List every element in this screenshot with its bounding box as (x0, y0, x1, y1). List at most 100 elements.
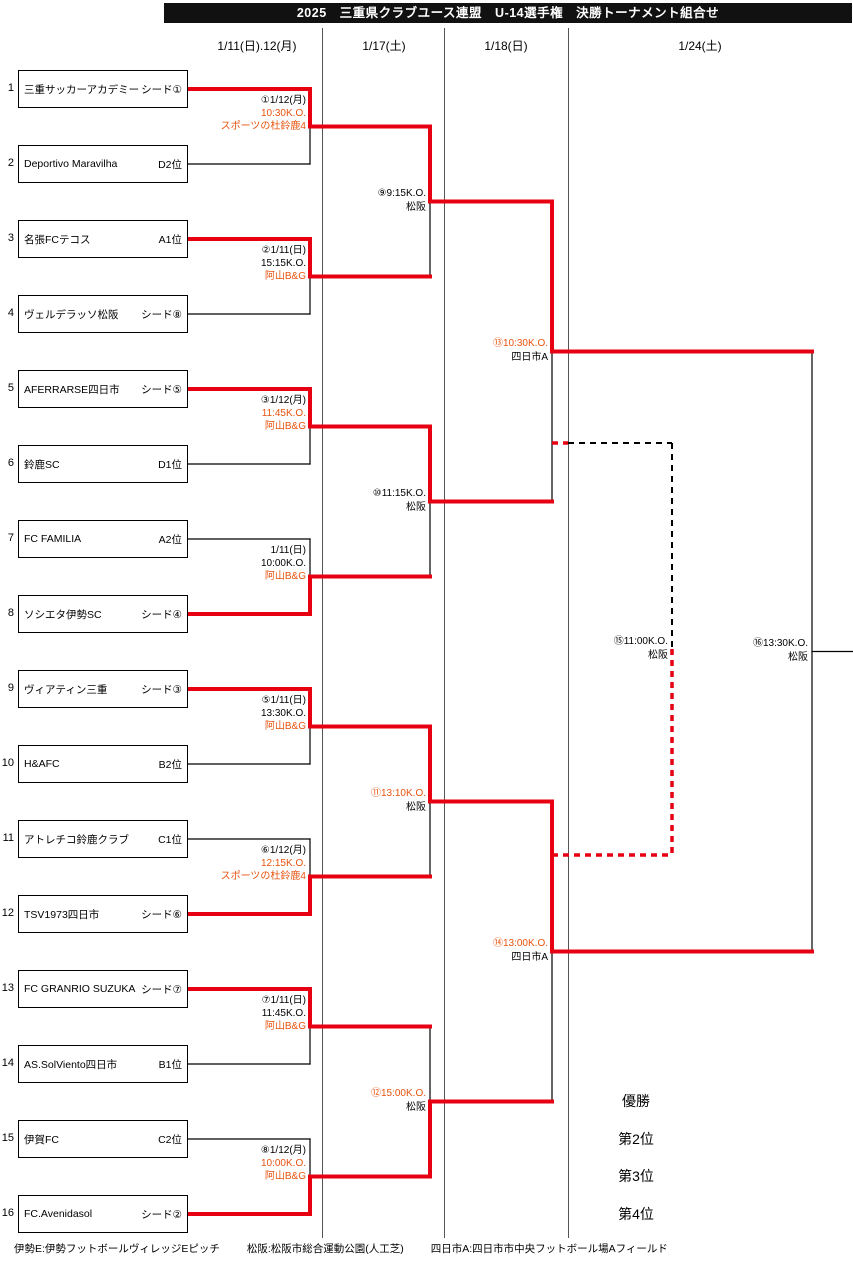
match-venue: 阿山B&G (264, 721, 306, 732)
team-number: 7 (7, 532, 14, 544)
match-annotation-6: ⑥1/12(月) 12:15K.O. スポーツの杜鈴鹿4 (150, 844, 306, 883)
column-divider (444, 28, 445, 1238)
team-seed-label: B1位 (158, 1058, 182, 1071)
match-time: 10:30K.O. (260, 108, 306, 119)
team-box: AFERRARSE四日市 シード⑤ (18, 370, 188, 408)
team-box: ヴィアティン三重 シード③ (18, 670, 188, 708)
match-venue: スポーツの杜鈴鹿4 (220, 871, 306, 882)
match-annotation-2: ②1/11(日) 15:15K.O. 阿山B&G (150, 244, 306, 283)
match-annotation-13: ⑬10:30K.O. 四日市A (430, 337, 548, 364)
team-number: 8 (7, 607, 14, 619)
team-box: 鈴鹿SC D1位 (18, 445, 188, 483)
placement-fourth: 第4位 (618, 1206, 654, 1222)
match-venue: 松阪 (406, 501, 426, 513)
team-seed-label: A2位 (158, 533, 182, 546)
team-name: FC GRANRIO SUZUKA (24, 983, 136, 995)
team-seed-label: シード⑧ (141, 308, 182, 321)
team-number: 11 (2, 832, 14, 844)
team-box: TSV1973四日市 シード⑥ (18, 895, 188, 933)
team-box: Deportivo Maravilha D2位 (18, 145, 188, 183)
column-divider (322, 28, 323, 1238)
match-annotation-15-third-place: ⑮11:00K.O. 松阪 (560, 635, 668, 662)
match-time: 13:30K.O. (260, 708, 306, 719)
team-name: ヴェルデラッソ松阪 (24, 308, 119, 321)
match-venue: 阿山B&G (264, 1021, 306, 1032)
team-seed-label: シード② (141, 1208, 182, 1221)
team-seed-label: D1位 (158, 458, 182, 471)
team-seed-label: シード① (141, 83, 182, 96)
match-time: ⑯13:30K.O. (752, 638, 808, 649)
match-venue: スポーツの杜鈴鹿4 (220, 121, 306, 132)
team-box: H&AFC B2位 (18, 745, 188, 783)
team-number: 1 (7, 82, 14, 94)
match-time: ⑨9:15K.O. (377, 188, 426, 199)
match-annotation-4: 1/11(日) 10:00K.O. 阿山B&G (150, 544, 306, 583)
venue-legend: 伊勢E:伊勢フットボールヴィレッジEピッチ 松阪:松阪市総合運動公園(人工芝) … (14, 1241, 692, 1256)
match-annotation-11: ⑪13:10K.O. 松阪 (300, 787, 426, 814)
team-name: 伊賀FC (24, 1133, 59, 1146)
match-venue: 松阪 (788, 651, 808, 663)
team-name: アトレチコ鈴鹿クラブ (24, 833, 129, 846)
team-seed-label: C1位 (158, 833, 182, 846)
match-date: ①1/12(月) (260, 95, 306, 106)
match-time: 15:15K.O. (260, 258, 306, 269)
match-date: ②1/11(日) (261, 245, 306, 256)
team-number: 13 (1, 982, 14, 994)
team-name: ソシエタ伊勢SC (24, 608, 102, 621)
match-venue: 阿山B&G (264, 1171, 306, 1182)
match-annotation-14: ⑭13:00K.O. 四日市A (430, 937, 548, 964)
match-time: 10:00K.O. (260, 558, 306, 569)
venue-legend-matsusaka: 松阪:松阪市総合運動公園(人工芝) (246, 1243, 404, 1255)
match-venue: 阿山B&G (264, 571, 306, 582)
team-number: 6 (7, 457, 14, 469)
match-venue: 松阪 (648, 649, 668, 661)
team-name: AFERRARSE四日市 (24, 383, 120, 396)
match-time: 12:15K.O. (260, 858, 306, 869)
column-date-4: 1/24(土) (678, 39, 722, 53)
placement-third: 第3位 (618, 1168, 654, 1184)
team-box: FC GRANRIO SUZUKA シード⑦ (18, 970, 188, 1008)
match-annotation-5: ⑤1/11(日) 13:30K.O. 阿山B&G (150, 694, 306, 733)
venue-legend-ise: 伊勢E:伊勢フットボールヴィレッジEピッチ (14, 1243, 220, 1255)
team-box: 名張FCテコス A1位 (18, 220, 188, 258)
match-time: 11:45K.O. (261, 1008, 306, 1019)
column-date-1: 1/11(日).12(月) (217, 39, 297, 53)
team-number: 9 (7, 682, 14, 694)
team-name: 三重サッカーアカデミー (24, 83, 140, 96)
match-venue: 松阪 (406, 801, 426, 813)
match-annotation-9: ⑨9:15K.O. 松阪 (300, 187, 426, 214)
team-seed-label: B2位 (158, 758, 182, 771)
team-seed-label: A1位 (158, 233, 182, 246)
team-number: 3 (7, 232, 14, 244)
team-number: 16 (1, 1207, 14, 1219)
page-title: 2025 三重県クラブユース連盟 U-14選手権 決勝トーナメント組合せ (164, 3, 852, 23)
match-annotation-12: ⑫15:00K.O. 松阪 (300, 1087, 426, 1114)
match-date: ⑧1/12(月) (260, 1145, 306, 1156)
match-time: ⑭13:00K.O. (492, 938, 548, 949)
team-box: AS.SolViento四日市 B1位 (18, 1045, 188, 1083)
team-name: 鈴鹿SC (24, 458, 60, 471)
match-time: ⑬10:30K.O. (492, 338, 548, 349)
team-name: TSV1973四日市 (24, 908, 100, 921)
team-name: H&AFC (24, 758, 60, 770)
team-box: 伊賀FC C2位 (18, 1120, 188, 1158)
match-annotation-1: ①1/12(月) 10:30K.O. スポーツの杜鈴鹿4 (150, 94, 306, 133)
match-annotation-16-final: ⑯13:30K.O. 松阪 (700, 637, 808, 664)
team-number: 4 (7, 307, 14, 319)
team-seed-label: シード③ (141, 683, 182, 696)
team-seed-label: D2位 (158, 158, 182, 171)
team-name: 名張FCテコス (24, 233, 91, 246)
match-venue: 四日市A (511, 351, 548, 363)
team-seed-label: C2位 (158, 1133, 182, 1146)
match-venue: 松阪 (406, 201, 426, 213)
match-date: ⑦1/11(日) (261, 995, 306, 1006)
team-box: FC.Avenidasol シード② (18, 1195, 188, 1233)
column-date-2: 1/17(土) (362, 39, 406, 53)
column-divider (568, 28, 569, 1238)
team-seed-label: シード⑤ (141, 383, 182, 396)
team-seed-label: シード④ (141, 608, 182, 621)
match-date: ⑤1/11(日) (261, 695, 306, 706)
column-date-3: 1/18(日) (484, 39, 528, 53)
